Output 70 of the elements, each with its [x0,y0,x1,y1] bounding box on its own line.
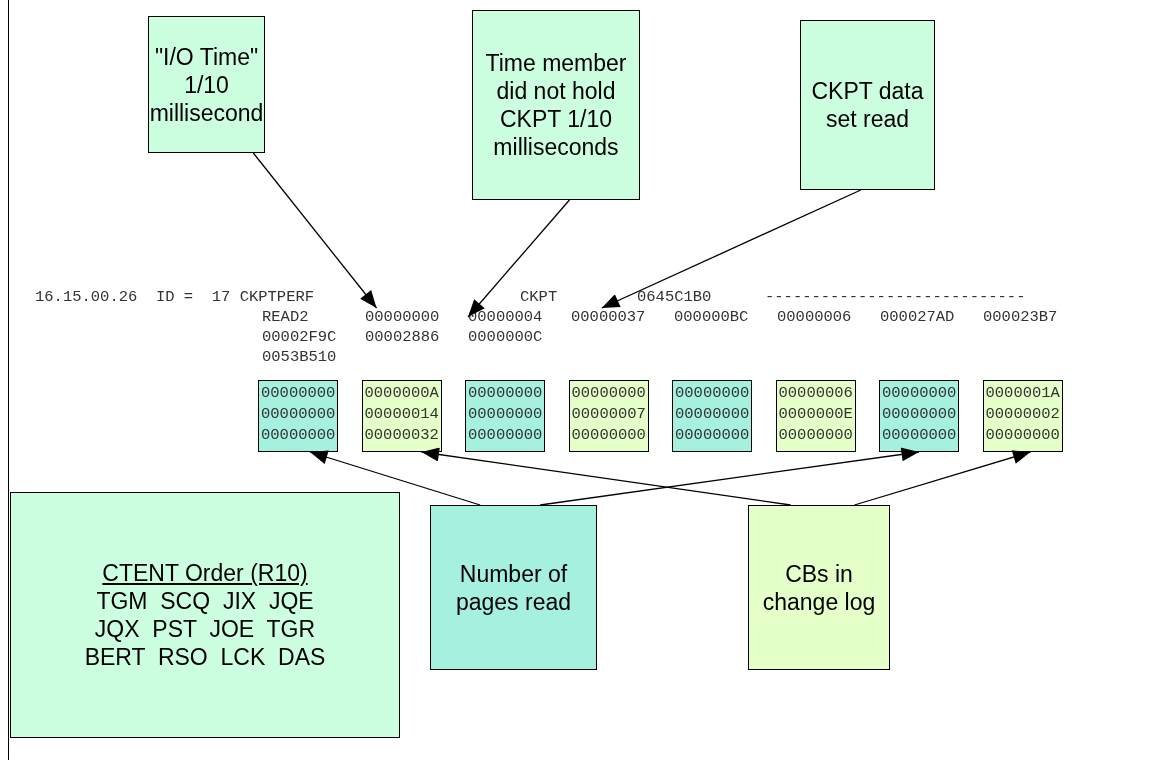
hex-value: 00000000 [675,404,750,425]
hex-value: 00000000 [571,425,646,446]
callout-text: TGM SCQ JIX JQE [96,587,314,615]
hex-value: 00000000 [985,425,1060,446]
data-column-box [775,380,856,452]
code-text: 0645C1B0 [637,288,712,306]
data-column-box [258,380,338,452]
callout-text: JQX PST JOE TGR [94,615,316,643]
callout-text: Number of pages read [454,559,573,616]
callout-box [472,10,640,200]
callout-box [800,20,935,190]
hex-value: 00000000 [261,425,336,446]
code-text: 000000BC [674,308,749,326]
callout-box [148,16,265,153]
callout-text: BERT RSO LCK DAS [84,643,326,671]
callout-box [430,505,597,670]
code-text: 00000037 [571,308,646,326]
hex-value: 00000000 [675,425,750,446]
code-text: CKPT [520,288,558,306]
hex-value: 0000000E [778,404,853,425]
code-text: 00000000 [365,308,440,326]
hex-value: 00000000 [882,404,957,425]
code-text: 00000006 [777,308,852,326]
note-heading: CTENT Order (R10) [102,559,308,587]
hex-value: 00000000 [675,383,750,404]
hex-value: 00000000 [882,425,957,446]
code-text: 00002886 [365,328,440,346]
callout-text: Time member did not hold CKPT 1/10 milliseconds [484,49,628,161]
hex-value: 0000000A [364,383,439,404]
arrow [539,447,920,506]
code-text: READ2 [262,308,309,326]
code-text: 16.15.00.26 ID = 17 CKPTPERF [35,288,315,306]
arrow [420,447,792,506]
code-text: 000027AD [880,308,955,326]
hex-value: 00000006 [778,383,853,404]
hex-value: 00000007 [571,404,646,425]
callout-text: "I/O Time" 1/10 millisecond [149,42,264,127]
hex-value: 00000000 [468,383,543,404]
data-column-box [361,380,442,452]
hex-value: 00000000 [571,383,646,404]
hex-value: 00000032 [364,425,439,446]
data-column-box [982,380,1063,452]
data-column-box [672,380,752,452]
hex-value: 00000000 [882,383,957,404]
hex-value: 00000000 [468,425,543,446]
hex-value: 00000000 [468,404,543,425]
hex-value: 00000000 [261,404,336,425]
arrow [467,199,571,318]
hex-value: 00000000 [778,425,853,446]
arrow [601,189,862,309]
arrow [853,450,1032,506]
code-text: ---------------------------- [765,288,1026,306]
data-column-box [879,380,959,452]
callout-text: CKPT data set read [810,77,925,133]
hex-value: 00000000 [261,383,336,404]
callout-box [748,505,890,670]
hex-value: 0000001A [985,383,1060,404]
code-text: 00002F9C [262,328,337,346]
callout-text: CBs in change log [761,559,877,616]
code-text: 000023B7 [983,308,1058,326]
note-box [10,492,400,738]
hex-value: 00000002 [985,404,1060,425]
data-column-box [465,380,545,452]
code-text: 0053B510 [262,348,337,366]
code-text: 0000000C [468,328,543,346]
hex-value: 00000014 [364,404,439,425]
code-text: 00000004 [468,308,543,326]
arrow [252,152,378,309]
arrow [309,450,481,506]
data-column-box [568,380,649,452]
